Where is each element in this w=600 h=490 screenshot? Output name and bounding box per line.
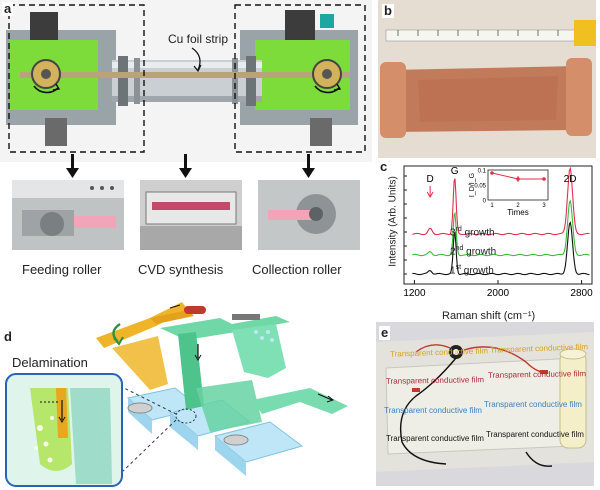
spectrum-line-2 [412, 199, 590, 257]
cvd-synthesis-photo [140, 180, 242, 250]
feeding-roller-photo [12, 180, 124, 250]
peak-label: G [451, 166, 459, 177]
film-text-label: Transparent conductive film [486, 430, 584, 439]
down-arrows [66, 154, 315, 178]
inset-y-tick-label: 0.05 [474, 184, 486, 190]
arrow-icon [169, 304, 181, 309]
down-arrow-icon [426, 186, 434, 198]
inset-x-label: Times [507, 208, 528, 217]
film-text-label: Transparent conductive film [386, 434, 484, 443]
panel-b-label: b [382, 3, 394, 18]
spectrum-label-3rd: 3rd growth [450, 226, 495, 239]
spectrum-label-2nd: 2nd growth [450, 245, 497, 258]
caption-cvd-synthesis: CVD synthesis [138, 262, 224, 277]
panel-b: b [378, 0, 596, 158]
collection-roller-photo [258, 180, 360, 250]
film-text-label: Transparent conductive film [384, 406, 482, 415]
inset-x-tick-label: 1 [490, 203, 494, 209]
copper-foil-photo [378, 0, 596, 158]
panel-e-label: e [379, 325, 391, 340]
panel-d-label: d [2, 329, 14, 344]
inset-y-tick-label: 0.1 [478, 169, 487, 175]
x-tick-label: 2800 [570, 288, 593, 299]
roll-to-roll-apparatus-photo [0, 0, 372, 162]
down-arrow-icon [302, 168, 315, 178]
down-arrow-icon [179, 168, 192, 178]
inset-y-label: I_D/I_G [469, 173, 476, 197]
panel-a-label: a [2, 1, 14, 16]
down-arrow-icon [66, 168, 79, 178]
panel-c-label: c [380, 160, 388, 174]
panel-a: a Cu foil strip [0, 0, 372, 162]
x-tick-label: 1200 [403, 288, 426, 299]
cu-foil-strip-label: Cu foil strip [166, 32, 231, 46]
inset-x-tick-label: 2 [516, 203, 520, 209]
roll-to-roll-transfer-schematic [0, 288, 372, 488]
transparent-film-photo [376, 322, 594, 486]
film-text-label: Transparent conductive film [385, 375, 485, 386]
panel-d: d Delamination [0, 288, 372, 488]
peak-label: D [426, 174, 433, 185]
spectrum-label-1st: 1st growth [450, 264, 494, 277]
film-text-label: Transparent conductive film [487, 369, 587, 380]
x-axis-label: Raman shift (cm⁻¹) [442, 310, 536, 322]
inset-y-tick-label: 0 [483, 199, 487, 205]
spectrum-line-1 [412, 166, 590, 236]
caption-feeding-roller: Feeding roller [22, 262, 102, 277]
delamination-label: Delamination [12, 355, 88, 370]
y-axis-label: Intensity (Arb. Units) [387, 176, 399, 267]
inset-x-tick-label: 3 [542, 203, 546, 209]
caption-collection-roller: Collection roller [252, 262, 342, 277]
spectrum-line-3 [412, 221, 590, 276]
inset-point [490, 171, 494, 175]
inset-point [542, 177, 546, 181]
peak-label: 2D [564, 174, 577, 185]
film-text-label: Transparent conductive film [484, 400, 582, 409]
x-tick-label: 2000 [487, 288, 510, 299]
